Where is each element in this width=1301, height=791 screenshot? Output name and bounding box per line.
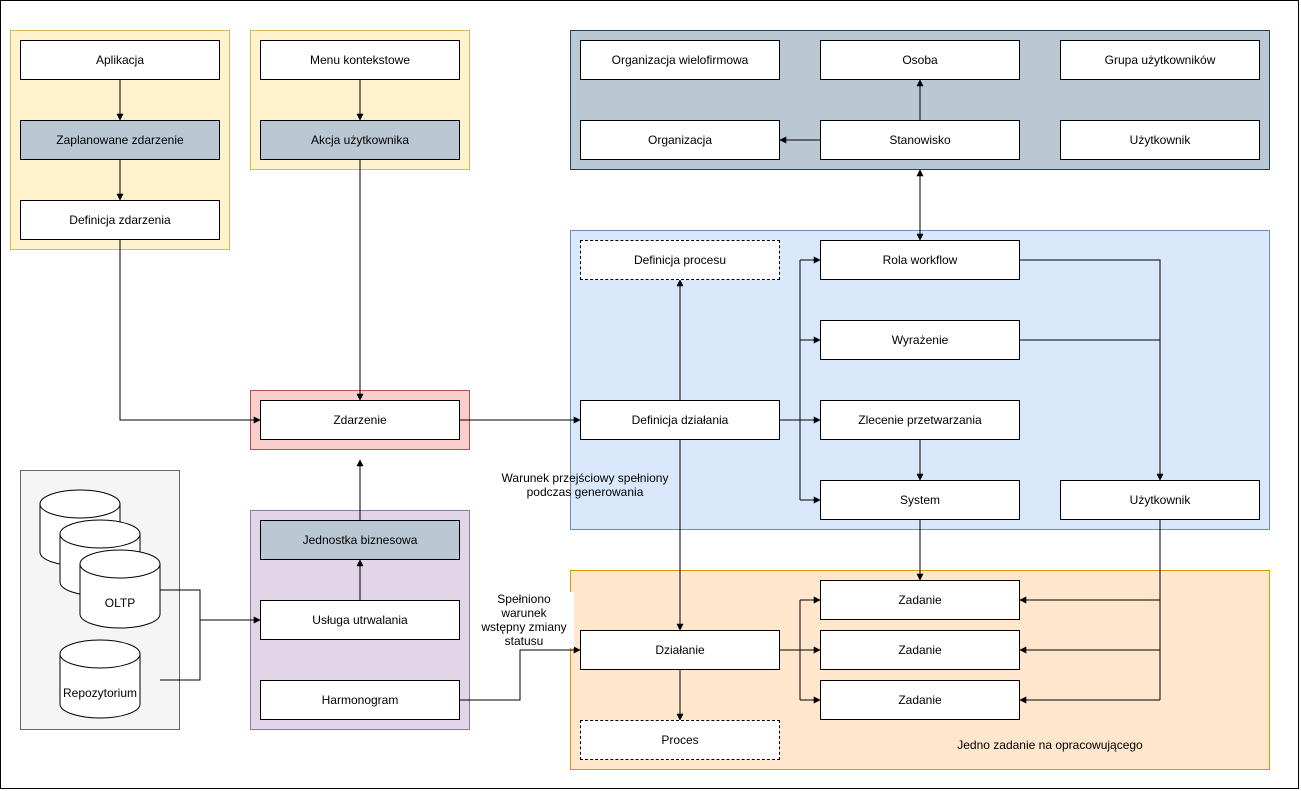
node-system[interactable]: System (820, 480, 1020, 520)
node-akcja-uzytkownika[interactable]: Akcja użytkownika (260, 120, 460, 160)
edge-label-warunek-przejsciowy: Warunek przejściowy spełniony podczas ge… (490, 471, 680, 499)
node-zadanie-1[interactable]: Zadanie (820, 580, 1020, 620)
node-proces[interactable]: Proces (580, 720, 780, 760)
node-definicja-procesu[interactable]: Definicja procesu (580, 240, 780, 280)
database-cylinder-repozytorium (59, 639, 141, 719)
edge-label-spelniono-line2: warunek (501, 606, 547, 620)
database-stack (39, 489, 161, 719)
database-label-repozytorium: Repozytorium (62, 686, 138, 700)
node-wyrazenie[interactable]: Wyrażenie (820, 320, 1020, 360)
node-zaplanowane-zdarzenie[interactable]: Zaplanowane zdarzenie (20, 120, 220, 160)
edge-label-spelniono-line3: wstępny zmiany (481, 620, 567, 634)
node-zdarzenie[interactable]: Zdarzenie (260, 400, 460, 440)
node-organizacja[interactable]: Organizacja (580, 120, 780, 160)
node-dzialanie[interactable]: Działanie (580, 630, 780, 670)
edge-label-warunek-line2: podczas generowania (526, 485, 644, 499)
node-aplikacja[interactable]: Aplikacja (20, 40, 220, 80)
node-uzytkownik[interactable]: Użytkownik (1060, 480, 1260, 520)
node-definicja-zdarzenia[interactable]: Definicja zdarzenia (20, 200, 220, 240)
node-osoba[interactable]: Osoba (820, 40, 1020, 80)
node-harmonogram[interactable]: Harmonogram (260, 680, 460, 720)
edge-label-spelniono-line4: statusu (504, 634, 544, 648)
node-jednostka-biznesowa[interactable]: Jednostka biznesowa (260, 520, 460, 560)
node-definicja-dzialania[interactable]: Definicja działania (580, 400, 780, 440)
node-stanowisko[interactable]: Stanowisko (820, 120, 1020, 160)
node-zadanie-2[interactable]: Zadanie (820, 630, 1020, 670)
node-rola-workflow[interactable]: Rola workflow (820, 240, 1020, 280)
node-uzytkownik-org[interactable]: Użytkownik (1060, 120, 1260, 160)
edge-label-spelniono-line1: Spełniono (497, 592, 551, 606)
note-jedno-zadanie: Jedno zadanie na opracowującego (957, 738, 1143, 752)
node-zadanie-3[interactable]: Zadanie (820, 680, 1020, 720)
database-label-oltp: OLTP (104, 596, 136, 610)
node-menu-kontekstowe[interactable]: Menu kontekstowe (260, 40, 460, 80)
node-zlecenie-przetwarzania[interactable]: Zlecenie przetwarzania (820, 400, 1020, 440)
node-grupa-uzytkownikow[interactable]: Grupa użytkowników (1060, 40, 1260, 80)
edge-label-spelniono: Spełniono warunek wstępny zmiany statusu (474, 592, 574, 648)
node-organizacja-wielofirmowa[interactable]: Organizacja wielofirmowa (580, 40, 780, 80)
database-cylinder-oltp (79, 549, 161, 629)
edge-label-warunek-line1: Warunek przejściowy spełniony (501, 471, 669, 485)
node-usluga-utrwalania[interactable]: Usługa utrwalania (260, 600, 460, 640)
